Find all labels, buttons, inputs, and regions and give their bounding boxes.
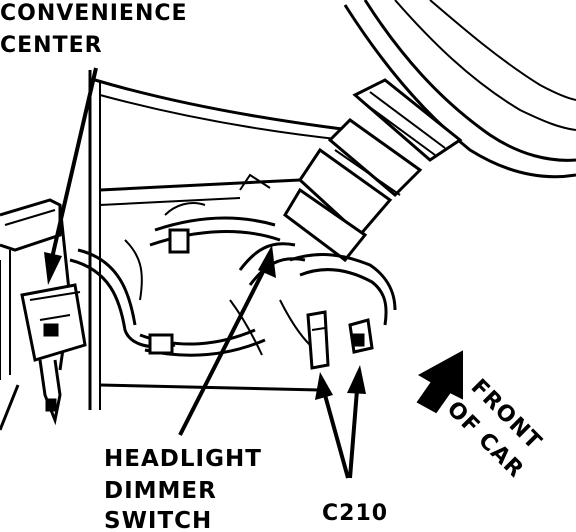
steering-column [283, 78, 463, 263]
c210-connector-right [348, 318, 374, 354]
dash-panel [88, 70, 351, 410]
wiring-harness [69, 202, 397, 357]
c210-arrowhead-right [347, 365, 366, 394]
dimmer-leader-line [178, 261, 270, 436]
convenience-leader-line [50, 67, 98, 259]
convenience-center-label-line2: CENTER [0, 33, 103, 58]
dimmer-arrowhead [258, 245, 276, 278]
headlight-dimmer-label-line3: SWITCH [104, 508, 212, 532]
headlight-dimmer-label-line1: HEADLIGHT [104, 446, 262, 472]
headlight-dimmer-label-line2: DIMMER [104, 478, 217, 504]
steering-wheel [343, 0, 576, 179]
convenience-arrowhead [44, 252, 62, 285]
front-of-car-arrow-icon [416, 350, 463, 414]
connector-label: C210 [322, 501, 388, 526]
leader-arrows [44, 67, 366, 479]
c210-leader-right [348, 389, 359, 479]
dimmer-switch-body [0, 283, 87, 431]
c210-connector-left [306, 310, 330, 370]
c210-leader-left [323, 394, 350, 479]
convenience-center-label-line1: CONVENIENCE [0, 1, 188, 26]
c210-arrowhead-left [315, 372, 333, 400]
